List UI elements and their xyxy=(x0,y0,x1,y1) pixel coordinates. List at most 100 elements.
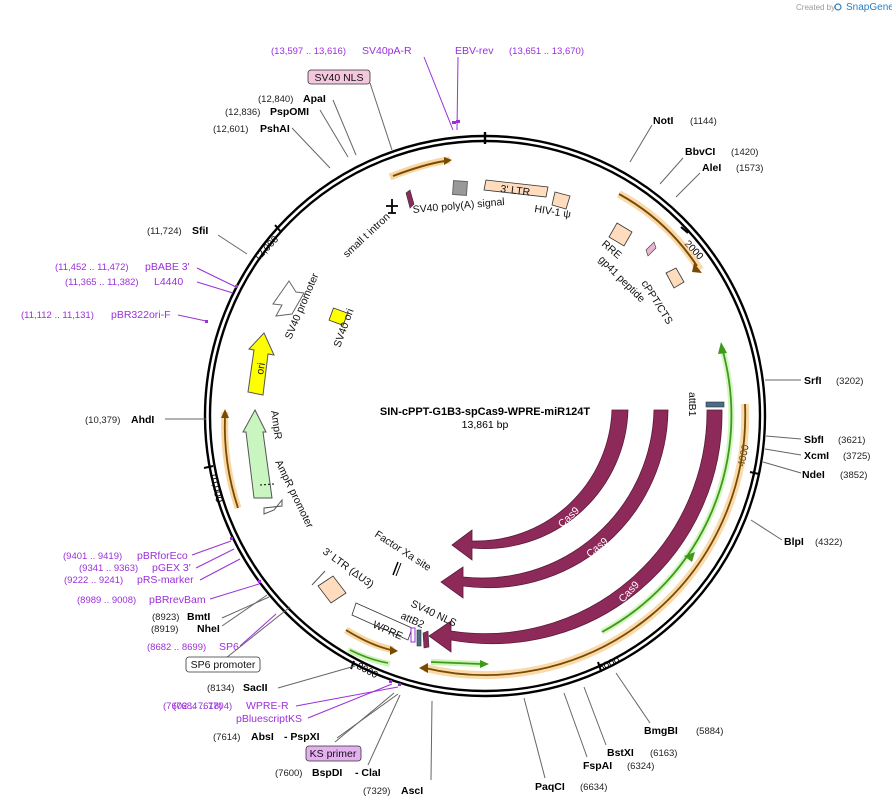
primer-ebv-rev[interactable]: EBV-rev xyxy=(455,45,494,57)
right-green-arrowhead-mid xyxy=(684,552,695,562)
primer-mark-pbrforeco xyxy=(230,537,233,540)
site-bmti[interactable]: BmtI xyxy=(187,611,210,623)
primer-prs-marker[interactable]: pRS-marker xyxy=(137,574,194,586)
ks-primer-box[interactable] xyxy=(305,745,362,762)
sv40-polya-label: SV40 poly(A) signal xyxy=(412,196,505,216)
site-noti-pos: (1144) xyxy=(690,116,717,127)
leader-pspomi xyxy=(319,109,349,158)
primer-ebv-rev-pos: (13,651 .. 13,670) xyxy=(509,46,584,57)
site-pspomi-pos: (12,836) xyxy=(225,107,260,118)
primer-prs-marker-pos: (9222 .. 9241) xyxy=(64,575,123,586)
primer-sp6-pos: (8682 .. 8699) xyxy=(147,642,206,653)
snapgene-logo-text: SnapGene xyxy=(846,2,892,13)
site-absi[interactable]: AbsI xyxy=(251,731,274,743)
attb2-box xyxy=(416,629,422,647)
leader-apai xyxy=(332,99,357,156)
created-by-text: Created by xyxy=(796,3,835,12)
factor-xa-label: Factor Xa site xyxy=(372,528,433,573)
site-asci[interactable]: AscI xyxy=(401,785,423,797)
rre-box xyxy=(608,222,633,247)
leader-bspdi xyxy=(367,694,401,766)
site-apai-pos: (12,840) xyxy=(258,94,293,105)
site-fspai-pos: (6324) xyxy=(627,761,654,772)
site-bmgbi[interactable]: BmgBI xyxy=(644,725,678,737)
hiv-psi-label: HIV-1 ψ xyxy=(534,203,572,221)
primer-sp6[interactable]: SP6 xyxy=(219,641,239,653)
site-noti[interactable]: NotI xyxy=(653,115,673,127)
site-bbvci-pos: (1420) xyxy=(731,147,758,158)
snapgene-logo-icon xyxy=(834,3,842,11)
primer-pbabe-pos: (11,452 .. 11,472) xyxy=(55,262,129,273)
sv40-nls-top-box[interactable] xyxy=(307,69,371,85)
leader-sfii xyxy=(217,234,248,255)
ori-arrow xyxy=(247,332,275,396)
cppt-box xyxy=(665,267,685,289)
site-ahdi[interactable]: AhdI xyxy=(131,414,154,426)
site-sfii[interactable]: SfiI xyxy=(192,225,208,237)
leader-sacii xyxy=(277,665,356,689)
right-green-arrowhead-top xyxy=(718,342,727,354)
site-xcmi-pos: (3725) xyxy=(843,451,870,462)
site-pspomi[interactable]: PspOMI xyxy=(270,106,309,118)
tick-label-8000: 8000 xyxy=(355,661,380,681)
primer-mark-sv40pa-r xyxy=(452,121,456,124)
bottom-left-orange-arrowhead xyxy=(390,646,398,655)
site-xcmi[interactable]: XcmI xyxy=(804,450,829,462)
primer-mark-ebv-rev xyxy=(456,120,460,123)
primer-mark-wpre-r xyxy=(398,683,401,686)
site-bspdi[interactable]: BspDI xyxy=(312,767,342,779)
site-alei[interactable]: AleI xyxy=(702,162,721,174)
primer-wpre-r[interactable]: WPRE-R xyxy=(246,700,289,712)
site-nhei-pos: (8919) xyxy=(151,624,178,635)
site-bspdi-pos: (7600) xyxy=(275,768,302,779)
site-sacii[interactable]: SacII xyxy=(243,682,268,694)
right-top-orange-arrowhead xyxy=(692,263,702,273)
site-apai[interactable]: ApaI xyxy=(303,93,326,105)
ltr3-du3-box xyxy=(317,575,347,604)
attb1-label: attB1 xyxy=(686,392,698,417)
primer-pbluescriptks[interactable]: pBluescriptKS xyxy=(236,713,302,725)
gp41-label: gp41 peptide xyxy=(596,254,648,306)
primer-leader-pbluescriptks xyxy=(307,683,393,719)
site-ndei[interactable]: NdeI xyxy=(802,469,825,481)
primer-sv40pa-r[interactable]: SV40pA-R xyxy=(362,45,412,57)
site-sfii-pos: (11,724) xyxy=(147,226,182,237)
primer-pgex[interactable]: pGEX 3' xyxy=(152,562,191,574)
site-pspxi[interactable]: - PspXI xyxy=(284,731,320,743)
primer-l4440[interactable]: L4440 xyxy=(154,276,183,288)
sv40-promoter-arrow xyxy=(272,280,305,317)
site-pshai[interactable]: PshAI xyxy=(260,123,290,135)
site-srfi[interactable]: SrfI xyxy=(804,375,822,387)
primer-leader-pbrrevbam xyxy=(209,583,260,600)
primer-leader-wpre-r xyxy=(295,686,399,707)
primer-pbluescriptks-pos: (7602 .. 7618) xyxy=(163,701,222,712)
site-nhei[interactable]: NheI xyxy=(197,623,220,635)
primer-leader-sv40pa-r xyxy=(423,56,454,131)
tick-mark-10000 xyxy=(203,465,214,469)
primer-pbrrevbam[interactable]: pBRrevBam xyxy=(149,594,206,606)
primer-pbabe[interactable]: pBABE 3' xyxy=(145,261,190,273)
site-sbfi[interactable]: SbfI xyxy=(804,434,824,446)
site-ndei-pos: (3852) xyxy=(840,470,867,481)
leader-bmgbi xyxy=(615,672,651,724)
site-bbvci[interactable]: BbvCI xyxy=(685,146,715,158)
site-fspai[interactable]: FspAI xyxy=(583,760,612,772)
leader-bstxi xyxy=(583,686,607,746)
primer-leader-lines xyxy=(177,56,459,719)
site-clai[interactable]: - ClaI xyxy=(355,767,381,779)
leader-alei xyxy=(675,172,701,198)
factor-xa-mark-2 xyxy=(395,562,402,577)
primer-wpre-r-pos-visible: (7684 .. 7704) xyxy=(173,701,232,712)
site-bstxi[interactable]: BstXI xyxy=(607,747,634,759)
ampr-arrow xyxy=(242,408,273,499)
leader-noti xyxy=(629,124,653,163)
site-blpi[interactable]: BlpI xyxy=(784,536,804,548)
primer-pbr322ori[interactable]: pBR322ori-F xyxy=(111,309,171,321)
primer-pbrforeco[interactable]: pBRforEco xyxy=(137,550,188,562)
left-orange-arrowhead xyxy=(221,409,229,418)
site-paqci[interactable]: PaqCI xyxy=(535,781,565,793)
sp6-promoter-box[interactable] xyxy=(185,656,261,673)
sv40-polya-box xyxy=(452,180,468,196)
